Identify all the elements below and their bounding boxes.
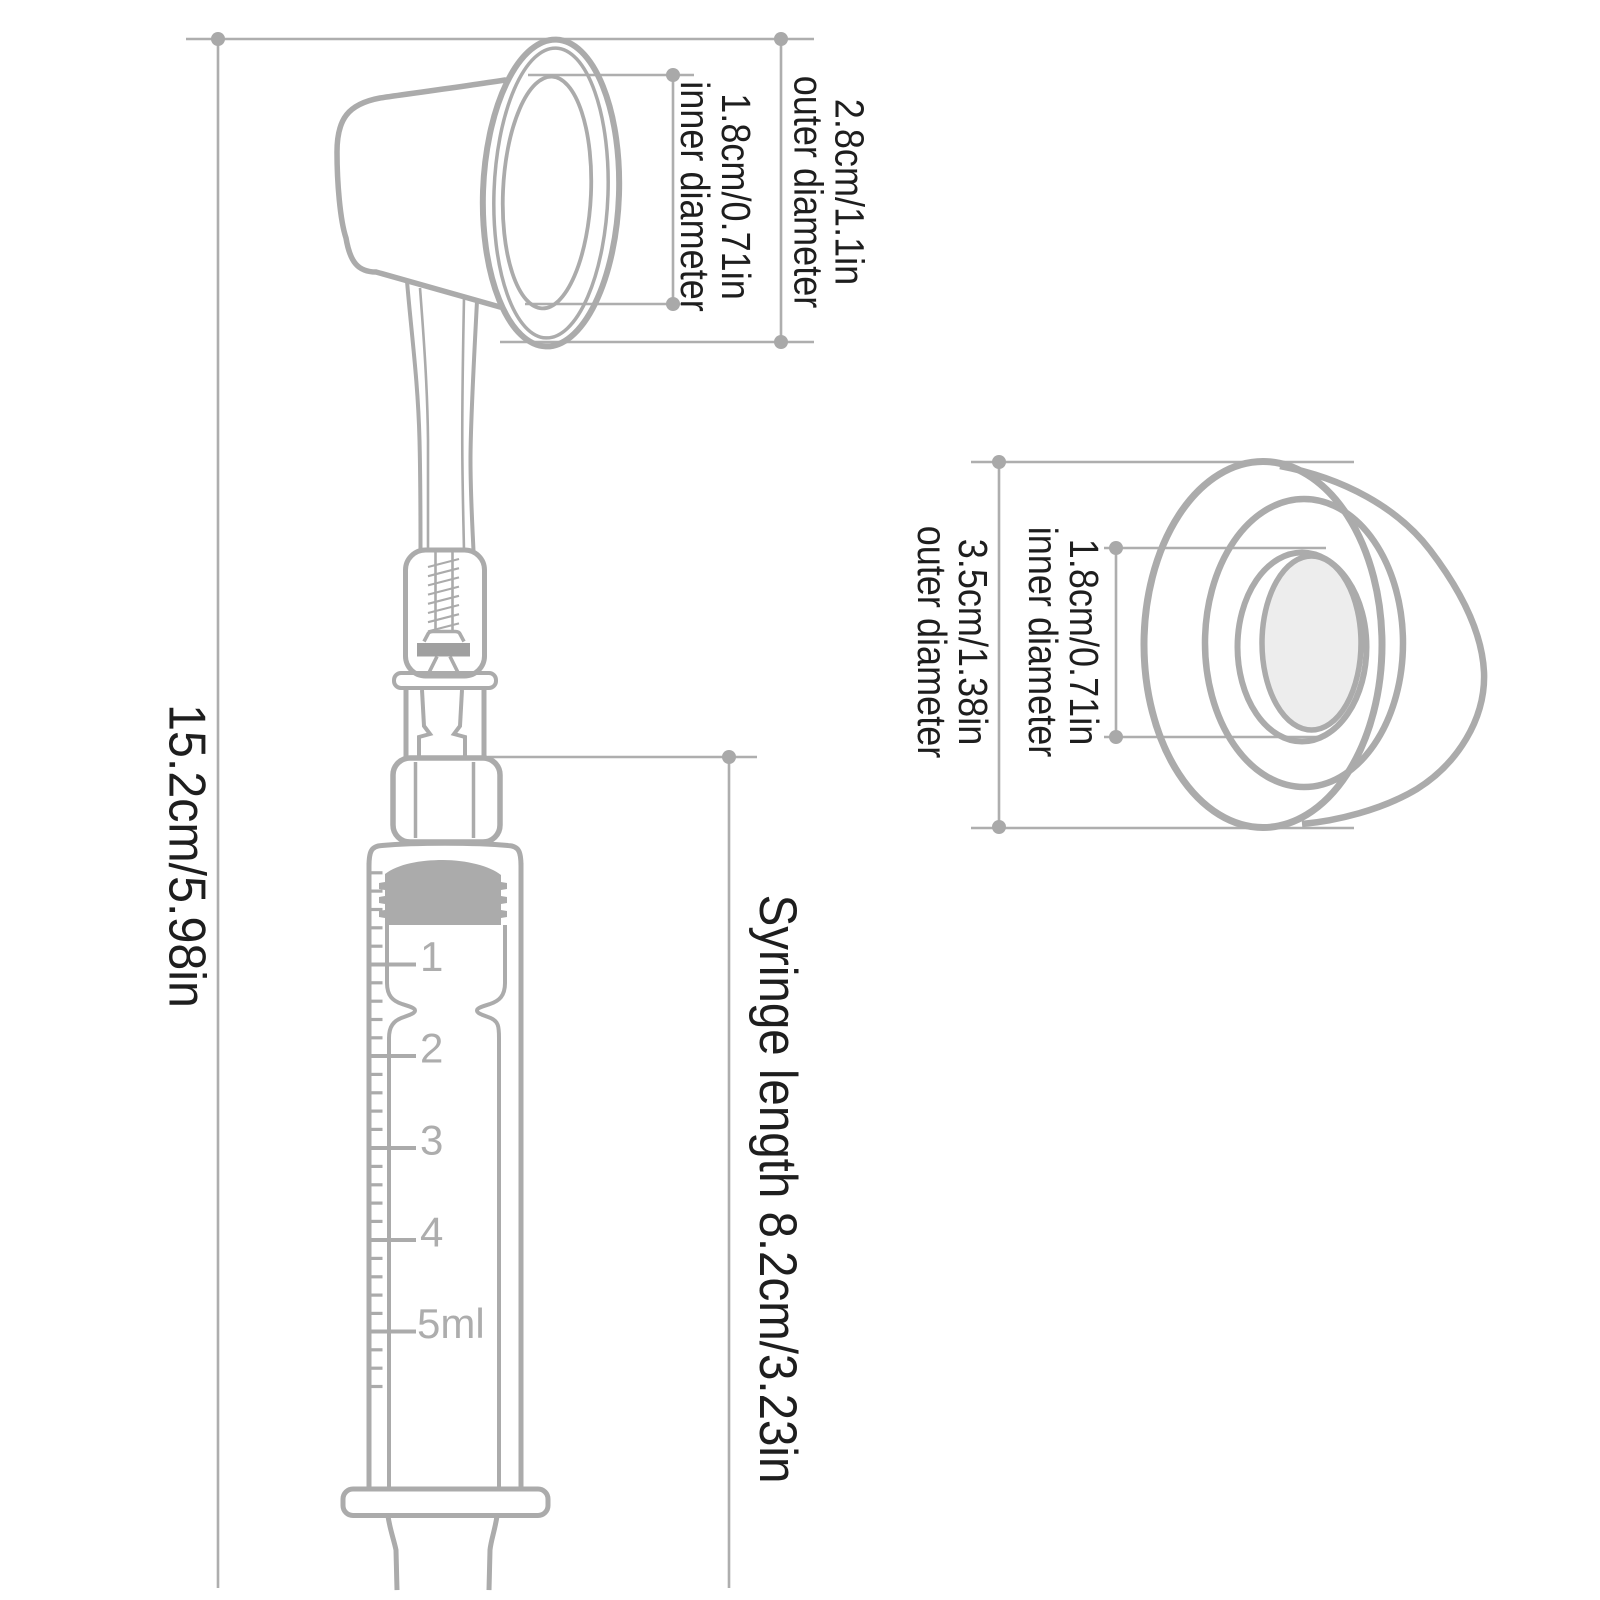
svg-text:1.8cm/0.71ininner diameter: 1.8cm/0.71ininner diameter [1019,527,1106,758]
svg-text:Syringe length 8.2cm/3.23in: Syringe length 8.2cm/3.23in [748,895,807,1484]
svg-text:3: 3 [420,1117,443,1164]
svg-text:3.5cm/1.38inouter diameter: 3.5cm/1.38inouter diameter [908,526,995,759]
svg-text:15.2cm/5.98in: 15.2cm/5.98in [158,704,216,1008]
svg-text:2: 2 [420,1025,443,1072]
svg-text:5ml: 5ml [417,1300,485,1347]
svg-text:1.8cm/0.71ininner diameter: 1.8cm/0.71ininner diameter [671,81,758,312]
svg-text:2.8cm/1.1inouter diameter: 2.8cm/1.1inouter diameter [785,76,872,309]
svg-text:1: 1 [420,933,443,980]
svg-text:4: 4 [420,1209,443,1256]
